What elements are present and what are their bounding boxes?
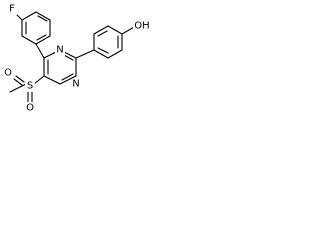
bond <box>107 25 123 35</box>
bond <box>21 11 37 21</box>
bond <box>93 49 109 59</box>
hydroxyl-label: OH <box>134 21 149 32</box>
bond <box>75 49 95 59</box>
bond <box>43 75 61 85</box>
fluorine-label: F <box>9 4 15 15</box>
hydroxyphenyl-ring <box>93 25 137 59</box>
double-bond <box>97 30 108 37</box>
bond <box>107 49 123 59</box>
sulfur-label: S <box>27 81 33 92</box>
bond <box>13 78 23 86</box>
bond <box>21 35 37 45</box>
molecule-structure: F OH N N S O O <box>3 3 151 114</box>
bond <box>93 25 109 35</box>
fluorophenyl-ring <box>13 11 51 45</box>
double-bond <box>37 15 48 22</box>
ring-nitrogen-upper-label: N <box>56 45 63 56</box>
oxygen-left-label: O <box>4 68 12 79</box>
bond <box>59 75 77 85</box>
bond <box>35 35 51 45</box>
ring-nitrogen-lower-label: N <box>72 79 79 90</box>
double-bond <box>61 73 74 81</box>
bond <box>35 43 45 59</box>
atom-labels: F OH N N S O O <box>3 3 151 114</box>
bond <box>15 75 25 83</box>
oxygen-bottom-label: O <box>26 103 34 114</box>
bond <box>9 83 27 93</box>
double-bond <box>97 47 109 54</box>
bond <box>33 75 45 85</box>
double-bond <box>36 34 47 41</box>
bond <box>35 11 51 21</box>
